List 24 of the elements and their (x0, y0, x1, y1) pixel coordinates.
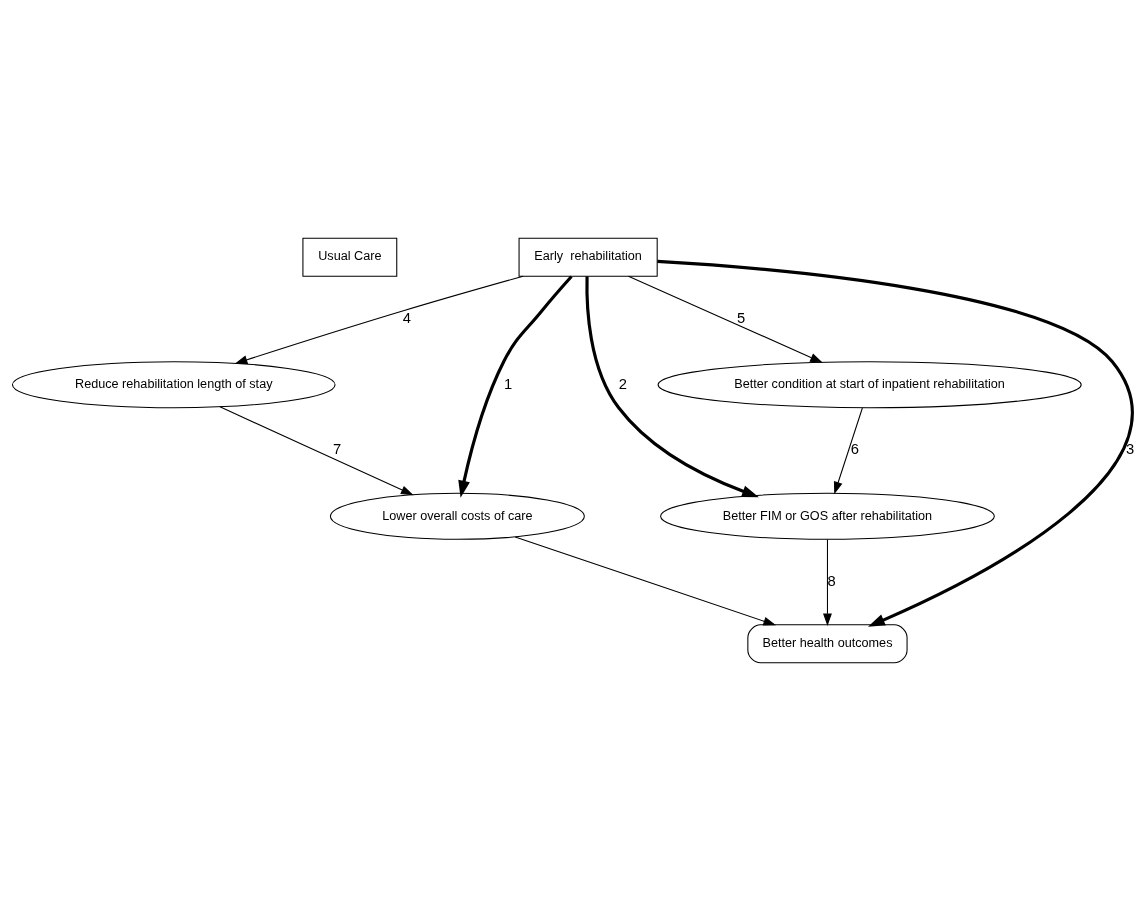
arrow (823, 538, 832, 626)
edge-label: 7 (333, 440, 342, 457)
arrow (627, 275, 823, 363)
arrow (458, 274, 573, 498)
edge-label: 4 (402, 309, 411, 326)
arrow (657, 259, 1134, 627)
arrow (219, 405, 414, 495)
node-box: Better health outcomes (747, 623, 908, 663)
arrow (585, 275, 759, 497)
node-ellipse: Better FIM or GOS after rehabilitation (660, 492, 995, 540)
edge-label: 2 (618, 375, 628, 392)
node-ellipse: Reduce rehabilitation length of stay (11, 360, 336, 408)
arrow (514, 535, 777, 625)
edge-label: 8 (827, 572, 836, 589)
arrow (234, 275, 524, 364)
node-ellipse: Lower overall costs of care (329, 492, 585, 540)
arrow (833, 407, 863, 494)
edge-label: 3 (1125, 440, 1135, 457)
node-box: Early rehabilitation (518, 237, 658, 277)
node-ellipse: Better condition at start of inpatient rehabilitation (657, 360, 1082, 408)
edge-label: 5 (736, 309, 746, 326)
edge-label: 1 (503, 375, 513, 392)
node-box: Usual Care (302, 237, 398, 277)
edge-label: 6 (850, 440, 859, 457)
